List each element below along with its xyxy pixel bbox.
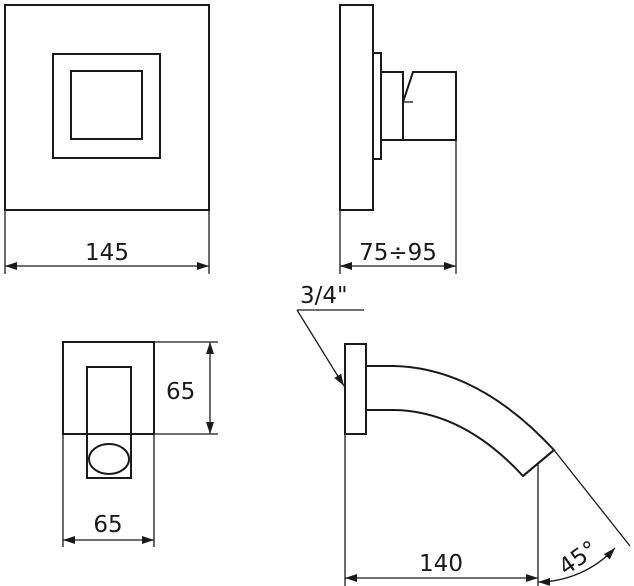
mixer-handle-square [70, 70, 143, 140]
spout-front-view: 65 65 [62, 341, 218, 547]
plate-width-label: 145 [85, 240, 129, 266]
thread-size-label: 3/4" [300, 283, 348, 309]
thread-leader-arrow [296, 309, 345, 387]
spout-outlet-hole [88, 443, 130, 475]
mixer-side-view: 75÷95 [339, 4, 457, 274]
mixer-front-view: 145 [4, 4, 210, 274]
spout-height-label: 65 [166, 379, 195, 405]
outlet-angle-arc [537, 547, 616, 586]
mixer-plate-side [339, 4, 374, 211]
outlet-angle-label: 45° [554, 536, 602, 581]
spout-length-label: 140 [419, 551, 463, 577]
spout-plate-front [62, 341, 155, 435]
spout-plate-side [344, 343, 367, 435]
spout-side-view: 140 45° 3/4" [296, 283, 631, 586]
mixer-body-side [372, 52, 382, 160]
spout-pipe-side [366, 365, 556, 478]
depth-range-label: 75÷95 [359, 240, 437, 266]
mixer-inner-frame [52, 53, 161, 159]
spout-neck-front [86, 366, 132, 435]
mixer-plate-outline [4, 4, 210, 211]
mixer-stem-side [380, 71, 404, 141]
spout-outlet-front [86, 433, 132, 479]
mixer-lever-side [402, 71, 457, 141]
spout-width-label: 65 [93, 512, 122, 538]
